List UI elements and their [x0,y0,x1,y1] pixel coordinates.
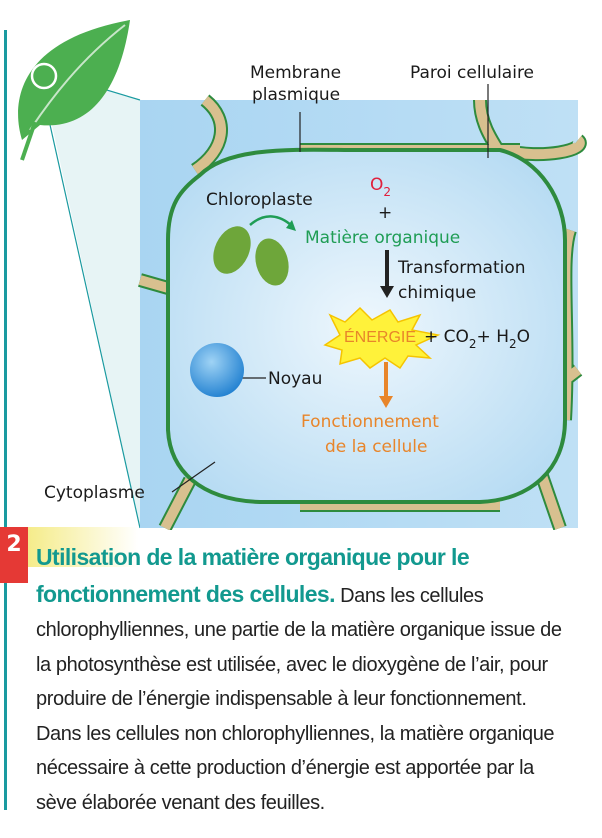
arrow-icon [249,215,293,227]
figure-number-badge: 2 [0,527,28,583]
label-plus: + [378,203,392,223]
nucleus-icon [190,343,244,397]
figure-caption: Utilisation de la matière organique pour… [36,540,576,820]
energy-burst-icon [323,306,441,370]
leaf-icon [18,20,130,161]
caption-body: Dans les cellules chlorophylliennes, une… [36,584,562,814]
label-cytoplasme: Cytoplasme [44,483,145,503]
label-products: + CO2+ H2O [424,327,530,351]
label-energie: ÉNERGIE [344,327,416,346]
label-noyau: Noyau [268,369,322,389]
label-chloroplaste: Chloroplaste [206,190,313,210]
plant-cell-diagram: Membrane plasmique Paroi cellulaire Chlo… [18,20,587,530]
label-membrane: Membrane [250,63,341,83]
badge-highlight [28,527,138,567]
side-rule [4,30,7,810]
svg-text:chimique: chimique [398,283,476,303]
label-transformation: Transformation [397,258,526,278]
label-o2: O2 [370,175,391,199]
label-membrane-2: plasmique [252,85,340,105]
label-de-la-cellule: de la cellule [325,437,427,457]
label-matiere-organique: Matière organique [305,228,460,248]
label-paroi: Paroi cellulaire [410,63,534,83]
caption-title: Utilisation de la matière organique pour… [36,544,470,607]
chloroplast-icon [213,226,289,286]
label-fonctionnement: Fonctionnement [301,412,439,432]
